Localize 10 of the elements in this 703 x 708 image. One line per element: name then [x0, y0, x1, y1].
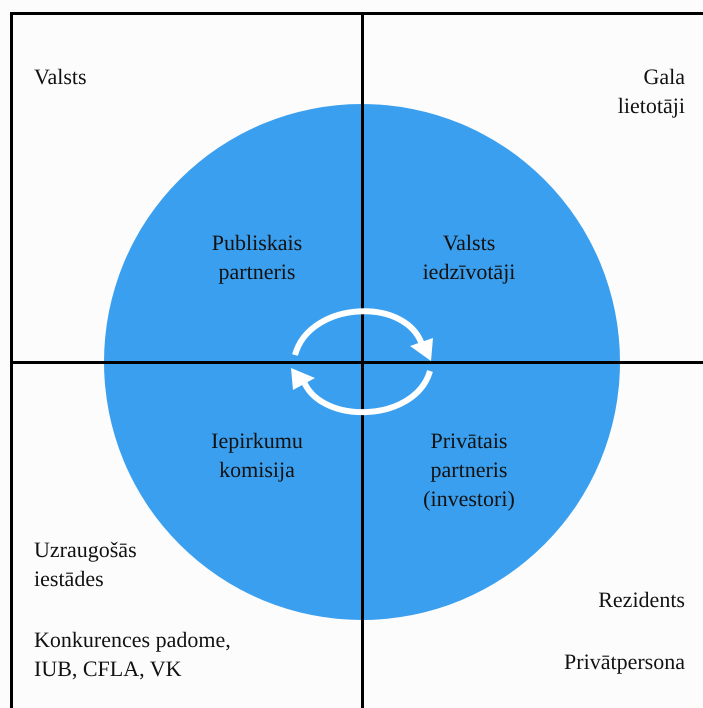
quadrant-label: Publiskais partneris: [210, 229, 304, 286]
corner-label: Konkurences padome, IUB, CFLA, VK: [34, 626, 232, 683]
quadrant-label: Valsts iedzīvotāji: [422, 229, 516, 286]
quadrant-label: Iepirkumu komisija: [210, 427, 304, 484]
quadrant-label: Privātais partneris (investori): [422, 427, 516, 513]
corner-label: Valsts: [34, 63, 88, 91]
corner-label: Gala lietotāji: [616, 63, 685, 120]
corner-label: Privātpersona: [563, 648, 685, 676]
corner-label: Rezidents: [597, 586, 685, 614]
corner-label: Uzraugošās iestādes: [34, 536, 138, 593]
